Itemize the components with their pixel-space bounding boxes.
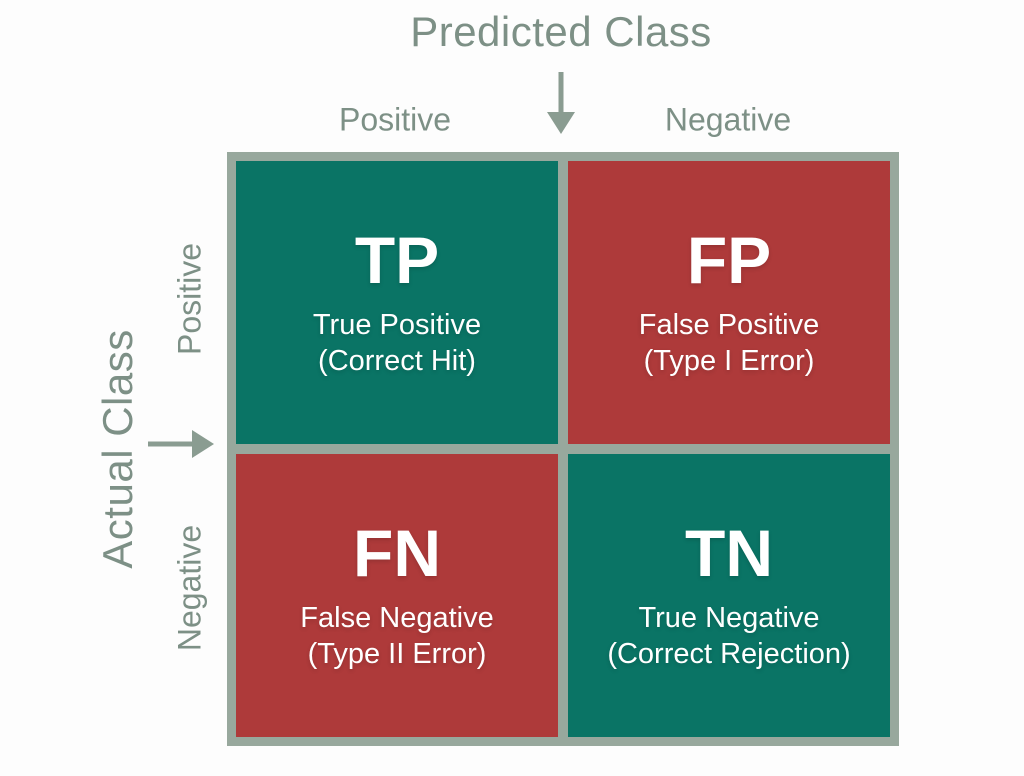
down-arrow-icon <box>547 72 575 134</box>
quadrant-name: True Negative <box>638 601 820 634</box>
quadrant-true-positive: TP True Positive (Correct Hit) <box>236 161 558 444</box>
predicted-column-label-positive: Positive <box>338 101 452 138</box>
right-arrow-icon <box>148 430 214 458</box>
predicted-class-axis-title: Predicted Class <box>410 8 712 55</box>
quadrant-false-positive: FP False Positive (Type I Error) <box>568 161 890 444</box>
quadrant-abbreviation: TN <box>685 515 773 590</box>
predicted-column-label-negative: Negative <box>664 101 792 138</box>
quadrant-false-negative: FN False Negative (Type II Error) <box>236 454 558 737</box>
quadrant-note: (Correct Hit) <box>318 344 476 377</box>
actual-row-label-positive: Positive <box>171 242 208 356</box>
quadrant-name: False Negative <box>300 601 494 634</box>
quadrant-name: False Positive <box>638 308 820 341</box>
confusion-matrix-grid: TP True Positive (Correct Hit) FP False … <box>227 152 899 746</box>
quadrant-note: (Type II Error) <box>307 637 487 670</box>
quadrant-note: (Type I Error) <box>643 344 815 377</box>
actual-class-axis-title: Actual Class <box>94 329 141 569</box>
quadrant-abbreviation: TP <box>354 222 440 297</box>
quadrant-note: (Correct Rejection) <box>607 637 851 670</box>
actual-row-label-negative: Negative <box>171 524 208 652</box>
quadrant-abbreviation: FP <box>686 222 772 297</box>
quadrant-name: True Positive <box>312 308 482 341</box>
quadrant-abbreviation: FN <box>353 515 441 590</box>
quadrant-true-negative: TN True Negative (Correct Rejection) <box>568 454 890 737</box>
